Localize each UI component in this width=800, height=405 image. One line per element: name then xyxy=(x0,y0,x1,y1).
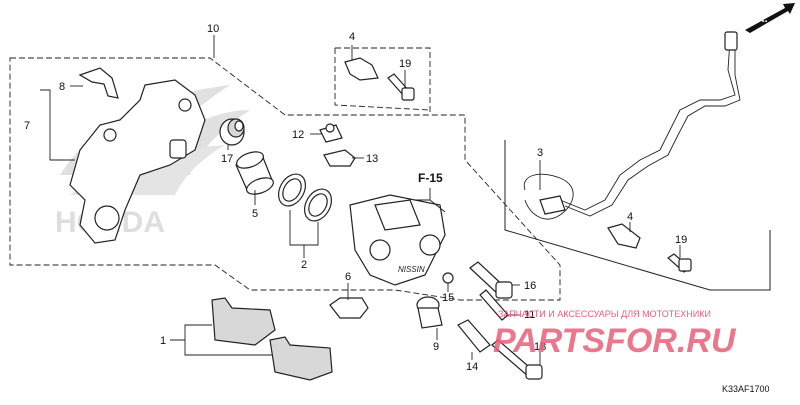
callout-4-upper: 4 xyxy=(349,31,355,43)
callout-15: 15 xyxy=(442,292,454,304)
part-19-upper-bolt xyxy=(387,73,415,101)
callout-18: 18 xyxy=(534,341,546,353)
part-19-lower-bolt xyxy=(667,253,692,273)
callout-19-upper: 19 xyxy=(399,58,411,70)
watermark-logo: PARTSFOR.RU xyxy=(493,322,737,360)
part-18-bolt xyxy=(491,339,543,380)
part-14-sleeve xyxy=(457,319,491,353)
callout-labels: 1 2 3 4 4 5 6 7 8 9 10 11 12 13 14 15 16… xyxy=(24,23,687,373)
watermark: ЗАПЧАСТИ И АКСЕССУАРЫ ДЛЯ МОТОТЕХНИКИ PA… xyxy=(493,309,737,360)
callout-4-lower: 4 xyxy=(627,211,633,223)
callout-8: 8 xyxy=(59,81,65,93)
watermark-tagline: ЗАПЧАСТИ И АКСЕССУАРЫ ДЛЯ МОТОТЕХНИКИ xyxy=(498,309,711,319)
part-12-bleeder xyxy=(319,123,343,143)
part-7-bracket xyxy=(69,79,206,244)
front-direction-arrow: FR. xyxy=(745,3,795,33)
part-3-speed-sensor xyxy=(523,173,574,220)
callout-1: 1 xyxy=(160,335,166,347)
reference-f15: F-15 xyxy=(415,171,446,213)
callout-19-lower: 19 xyxy=(675,234,687,246)
bracket-hole-lower xyxy=(94,205,120,231)
part-6-pad-spring xyxy=(329,297,369,319)
callout-3: 3 xyxy=(537,147,543,159)
part-17-boot xyxy=(219,118,245,146)
wheel-speed-sensor-cable xyxy=(559,39,736,211)
part-4-lower-clip xyxy=(607,223,641,249)
callout-2: 2 xyxy=(301,259,307,271)
callout-6: 6 xyxy=(345,271,351,283)
part-4-upper-clip xyxy=(344,57,379,81)
part-5-piston xyxy=(235,151,274,195)
part-9-pin-boot xyxy=(416,296,443,329)
part-8-clip xyxy=(78,67,119,99)
group-outline-bracket xyxy=(9,57,561,301)
part-15-washer xyxy=(442,272,454,284)
part-1-brake-pads xyxy=(211,297,333,381)
part-13-cap xyxy=(323,149,356,167)
diagram-code: K33AF1700 xyxy=(722,384,770,394)
reference-label: F-15 xyxy=(418,171,443,185)
part-2-seals xyxy=(277,173,333,222)
group-outline-sensor xyxy=(504,140,771,291)
front-direction-label: FR. xyxy=(750,13,768,25)
callout-7: 7 xyxy=(24,120,30,132)
callout-17: 17 xyxy=(221,153,233,165)
callout-11: 11 xyxy=(524,309,535,321)
leader-lines xyxy=(40,35,681,365)
bracket-boss xyxy=(169,139,187,159)
wheel-speed-sensor-cable-outer xyxy=(564,45,741,217)
callout-13: 13 xyxy=(366,153,378,165)
callout-12: 12 xyxy=(292,129,304,141)
callout-16: 16 xyxy=(524,280,536,292)
caliper-embossed-text: NISSIN xyxy=(398,265,425,274)
callout-14: 14 xyxy=(466,361,478,373)
callout-9: 9 xyxy=(433,341,439,353)
bracket-pin-hole xyxy=(178,98,192,112)
sensor-connector xyxy=(724,31,738,51)
part-16-pin-bolt xyxy=(469,261,513,299)
caliper-body: NISSIN xyxy=(349,194,446,286)
callout-10: 10 xyxy=(207,23,219,35)
callout-5: 5 xyxy=(252,208,258,220)
bracket-hole-upper xyxy=(103,128,117,142)
group-outline-clip xyxy=(334,47,431,115)
